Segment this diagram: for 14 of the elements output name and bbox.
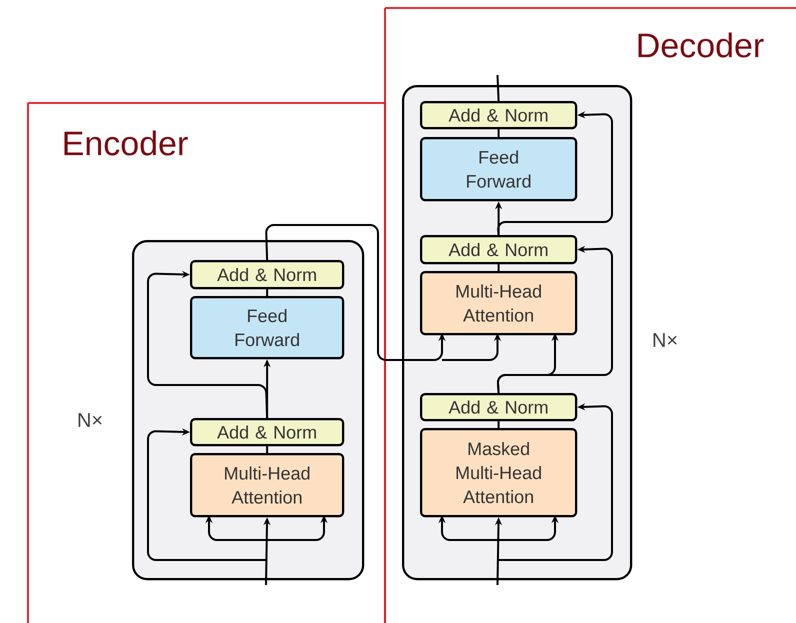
add-norm-box: Add & Norm [420, 235, 578, 264]
add-norm-box: Add & Norm [420, 101, 578, 130]
feed-forward-box: Feed Forward [420, 137, 578, 202]
attention-box: Multi-Head Attention [420, 271, 578, 336]
add-norm-box: Add & Norm [190, 418, 344, 446]
repeat-label: N× [654, 333, 677, 347]
arrow [147, 270, 268, 418]
repeat-label: N× [78, 413, 102, 427]
add-norm-box: Add & Norm [190, 260, 344, 290]
attention-box: Multi-Head Attention [190, 453, 344, 518]
attention-box: Masked Multi-Head Attention [420, 428, 578, 518]
arrow [147, 428, 266, 561]
feed-forward-box: Feed Forward [190, 296, 344, 360]
add-norm-box: Add & Norm [420, 393, 578, 422]
